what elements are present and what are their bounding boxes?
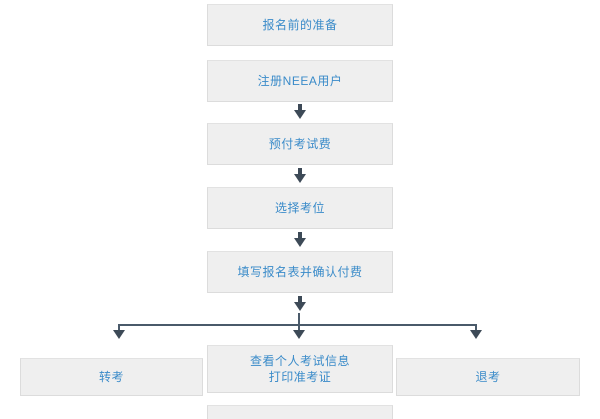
flow-node-prep-label: 报名前的准备 — [262, 18, 338, 32]
arrow-stem — [298, 168, 302, 176]
flow-node-prepay-label: 预付考试费 — [268, 137, 332, 151]
branch-drop-right — [475, 324, 477, 332]
branch-horizontal-line — [118, 324, 477, 326]
arrow-head-down-icon — [470, 330, 482, 339]
flow-node-prepay[interactable]: 预付考试费 — [207, 123, 393, 165]
flow-node-form-label: 填写报名表并确认付费 — [237, 265, 363, 279]
flow-node-register-label: 注册NEEA用户 — [257, 74, 343, 88]
flow-node-withdraw-label: 退考 — [475, 370, 501, 384]
flow-node-prep[interactable]: 报名前的准备 — [207, 4, 393, 46]
flow-node-partial-cutoff[interactable] — [207, 405, 393, 419]
flow-node-form[interactable]: 填写报名表并确认付费 — [207, 251, 393, 293]
arrow-head-down-icon — [294, 238, 306, 247]
arrow-stem — [298, 104, 302, 112]
arrow-head-down-icon — [294, 174, 306, 183]
branch-stem-in — [298, 313, 300, 325]
arrow-stem — [298, 232, 302, 240]
flow-node-seat[interactable]: 选择考位 — [207, 187, 393, 229]
arrow-head-down-icon — [294, 302, 306, 311]
flow-node-withdraw[interactable]: 退考 — [396, 358, 580, 396]
arrow-stem — [298, 296, 302, 306]
branch-drop-center — [298, 324, 300, 332]
arrow-head-down-icon — [113, 330, 125, 339]
flow-node-transfer-label: 转考 — [98, 370, 124, 384]
arrow-head-down-icon — [294, 110, 306, 119]
flow-node-exam-info-line1: 查看个人考试信息 — [249, 354, 350, 368]
arrow-head-down-icon — [293, 330, 305, 339]
flow-node-seat-label: 选择考位 — [274, 201, 325, 215]
flow-node-transfer[interactable]: 转考 — [20, 358, 203, 396]
flow-node-register[interactable]: 注册NEEA用户 — [207, 60, 393, 102]
branch-drop-left — [118, 324, 120, 332]
flow-node-exam-info[interactable]: 查看个人考试信息 打印准考证 — [207, 345, 393, 393]
flow-node-exam-info-label: 查看个人考试信息 打印准考证 — [208, 353, 392, 385]
flow-node-exam-info-line2: 打印准考证 — [268, 370, 332, 384]
